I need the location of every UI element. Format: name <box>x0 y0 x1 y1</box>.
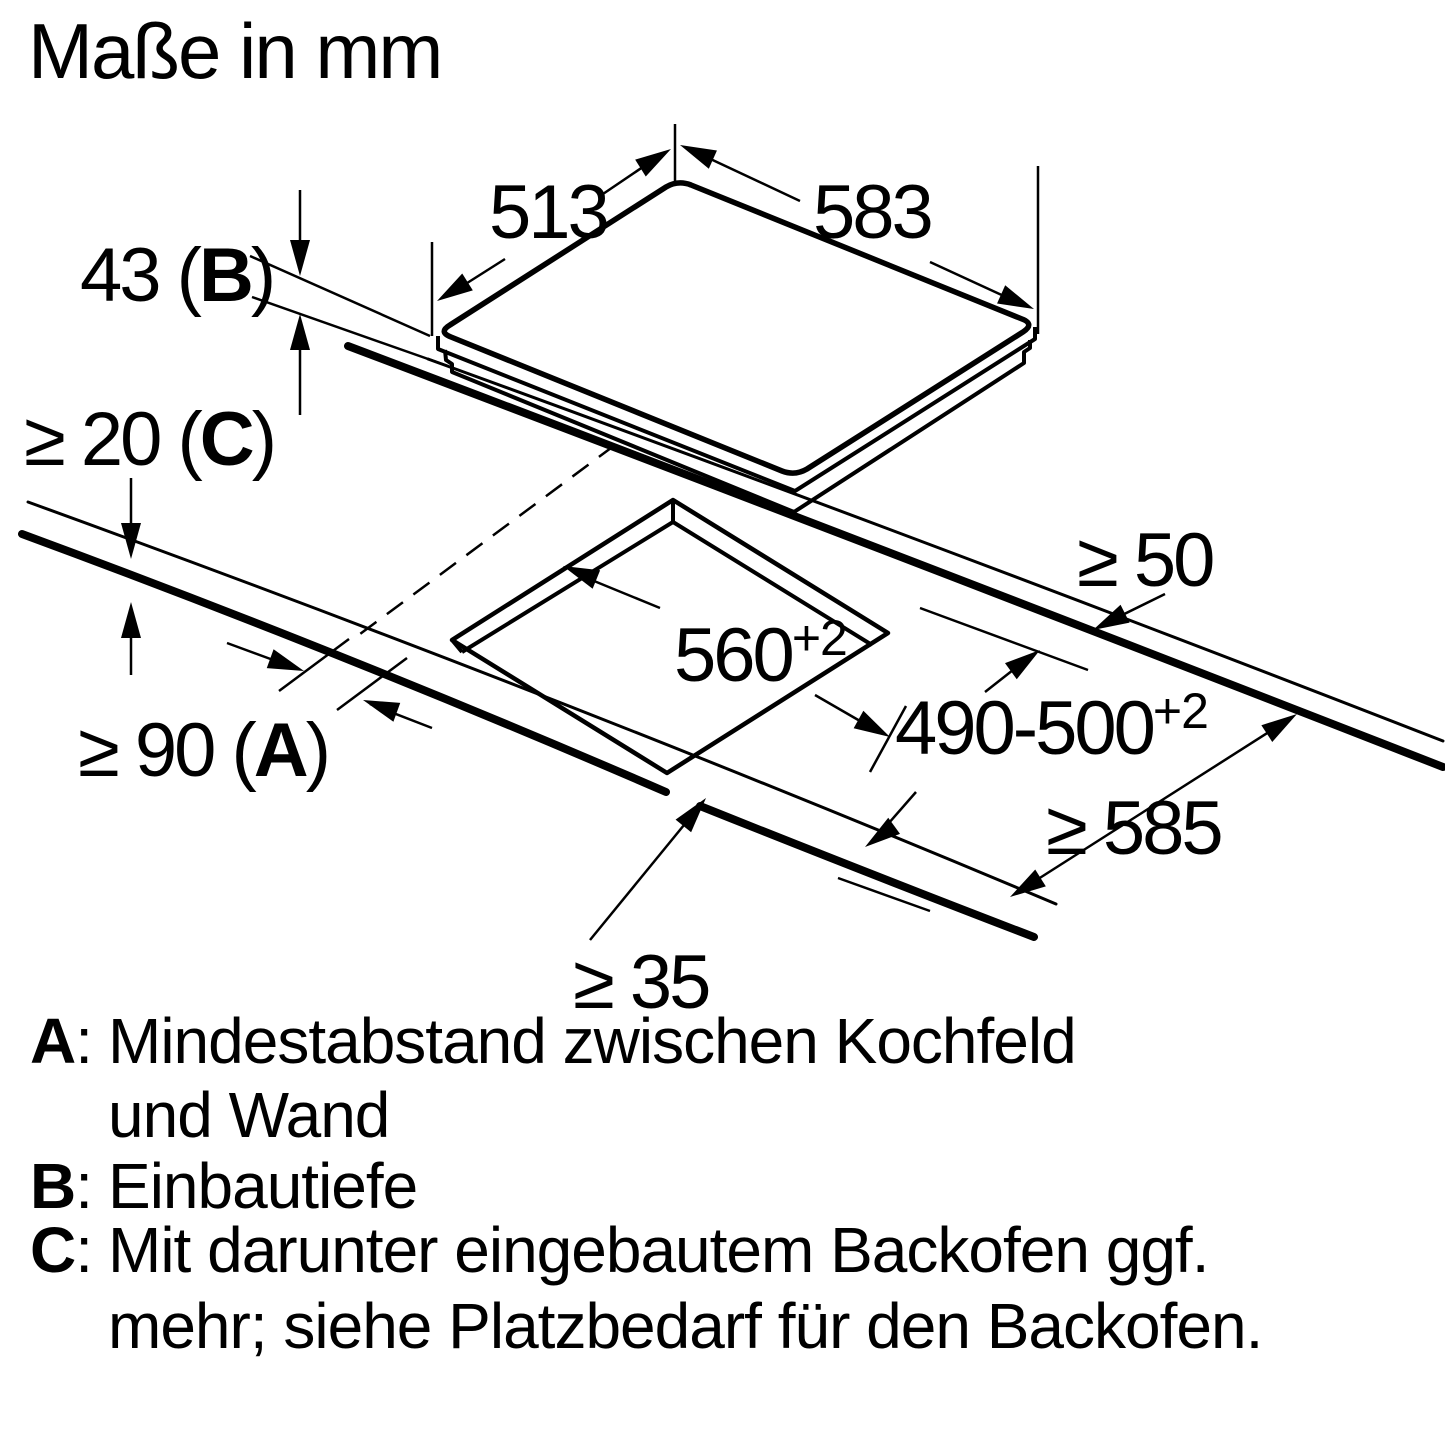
dimension-arrowheads <box>121 145 1297 897</box>
legend-row-a-line2: und Wand <box>108 1079 389 1151</box>
worktop-back-edge-top-line <box>426 357 1445 743</box>
legend-row-b: B:Einbautiefe <box>30 1150 417 1222</box>
dim-513: 513 <box>489 170 607 255</box>
worktop-front-edge-right <box>696 802 1038 941</box>
dim-560: 560+2 <box>674 610 847 698</box>
dim-583: 583 <box>813 170 931 255</box>
dim-43-b: 43 (B) <box>80 233 273 318</box>
legend-row-c-line2: mehr; siehe Platzbedarf für den Backofen… <box>108 1290 1262 1362</box>
cutout-opening <box>449 497 891 776</box>
cooktop-glass-edge <box>436 327 1037 493</box>
cooktop-body <box>443 340 1032 514</box>
tick-wall-distance-1 <box>278 637 350 693</box>
worktop-front-edge-left <box>18 530 670 796</box>
legend-row-a: A:Mindestabstand zwischen Kochfeld <box>30 1005 1076 1077</box>
dim-min585: ≥ 585 <box>1046 786 1221 871</box>
body-bottom-extension-line <box>251 295 449 368</box>
glass-top-extension-line <box>249 254 431 338</box>
dim-min20-c: ≥ 20 (C) <box>24 397 274 482</box>
dim-490-500: 490-500+2 <box>895 683 1208 771</box>
legend-row-c: C:Mit darunter eingebautem Backofen ggf. <box>30 1214 1208 1286</box>
cooktop-glass-surface <box>441 180 1032 476</box>
legend: A:Mindestabstand zwischen Kochfeld und W… <box>30 1005 1263 1362</box>
tick-wall-distance-2 <box>336 656 408 712</box>
dim-min50: ≥ 50 <box>1077 518 1213 603</box>
dim-min90-a: ≥ 90 (A) <box>78 708 328 793</box>
cutout-alignment-dashed-line <box>351 443 616 642</box>
tick-cutout-width <box>868 705 908 773</box>
tick-cutout-front-extension <box>837 876 931 913</box>
cutout-inner-wall <box>450 500 874 654</box>
tick-cutout-back-extension <box>919 606 1089 672</box>
page-title: Maße in mm <box>28 7 441 95</box>
worktop-back-edge <box>344 342 1445 771</box>
dim-min35: ≥ 35 <box>573 940 709 1025</box>
